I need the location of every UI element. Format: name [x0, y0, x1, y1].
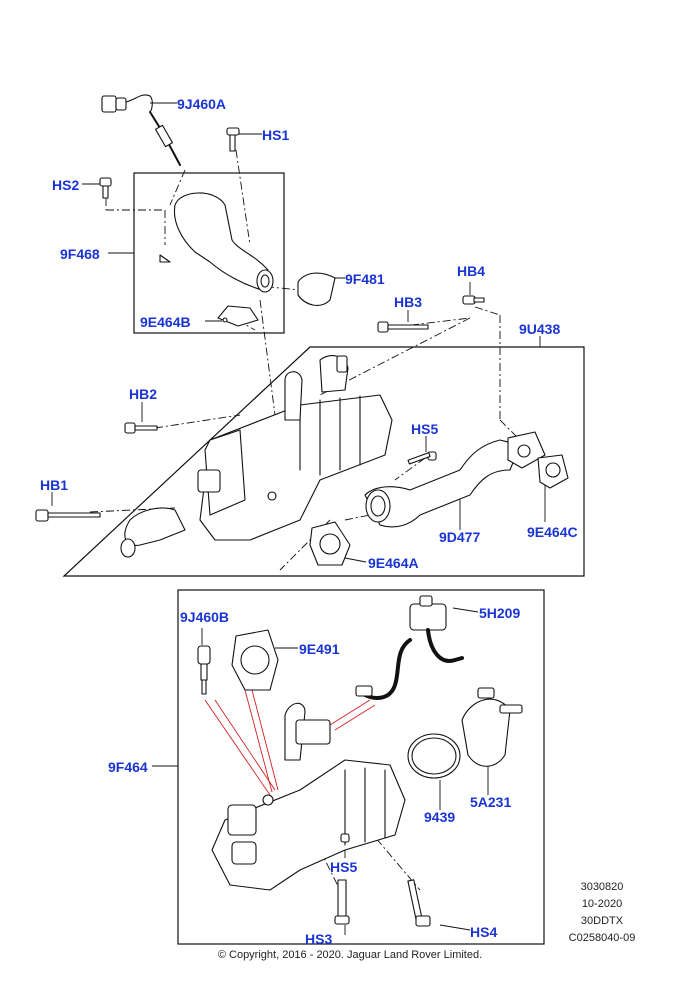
bolt-HB2 — [124, 422, 158, 434]
bolt-HB3 — [377, 321, 429, 333]
bolt-HS1 — [226, 127, 240, 152]
label-9J460B: 9J460B — [180, 609, 230, 625]
label-HS5-lower: HS5 — [330, 859, 358, 875]
sensor-9J460A — [101, 94, 181, 166]
bolt-HS5-lower — [340, 833, 350, 843]
label-9E464A: 9E464A — [368, 555, 419, 571]
label-9F464: 9F464 — [108, 759, 148, 775]
assembly-box-9F464 — [177, 589, 545, 945]
solenoid-5H209 — [355, 595, 464, 700]
egr-cooler-assembly — [120, 355, 393, 558]
label-HS2: HS2 — [52, 177, 80, 193]
label-9F468: 9F468 — [60, 246, 100, 262]
label-9E464B: 9E464B — [140, 314, 191, 330]
label-HS3: HS3 — [305, 931, 333, 947]
label-HB4: HB4 — [457, 263, 486, 279]
document-code-3: 30DDTX — [580, 915, 624, 927]
pipe-9F468 — [159, 192, 274, 293]
document-code-1: 3030820 — [580, 881, 624, 893]
label-HS5-upper: HS5 — [411, 421, 439, 437]
gasket-9E491 — [231, 629, 279, 691]
label-9D477: 9D477 — [439, 529, 481, 545]
bolt-HS3 — [334, 879, 350, 925]
bolt-HS5-upper — [407, 451, 437, 465]
label-HB2: HB2 — [129, 386, 158, 402]
clamp-5A231 — [461, 687, 523, 767]
label-9U438: 9U438 — [519, 321, 561, 337]
label-5H209: 5H209 — [479, 605, 521, 621]
bolt-HB4 — [462, 295, 485, 305]
gasket-9E464A — [309, 521, 351, 566]
assembly-box-9U438 — [62, 346, 585, 577]
label-HB1: HB1 — [40, 477, 69, 493]
document-code-2: 10-2020 — [581, 898, 623, 910]
copyright-notice: © Copyright, 2016 - 2020. Jaguar Land Ro… — [217, 949, 483, 961]
bolt-HB1 — [35, 509, 101, 522]
label-9439: 9439 — [424, 809, 456, 825]
gasket-9E464B — [217, 305, 259, 327]
label-9E464C: 9E464C — [527, 524, 578, 540]
label-HB3: HB3 — [394, 294, 423, 310]
label-5A231: 5A231 — [470, 794, 512, 810]
document-code-4: C0258040-09 — [568, 932, 636, 944]
label-9E491: 9E491 — [299, 641, 340, 657]
clamp-9F481 — [297, 272, 336, 306]
bolt-HS2 — [99, 177, 112, 199]
pipe-9D477 — [364, 431, 546, 528]
label-HS4: HS4 — [470, 924, 498, 940]
sensor-leader-lines — [204, 689, 376, 796]
gasket-9E464C — [537, 454, 569, 489]
egr-valve-9F464 — [211, 702, 406, 891]
label-9F481: 9F481 — [345, 271, 385, 287]
o-ring-9439 — [407, 733, 461, 779]
sensor-9J460B — [197, 645, 211, 695]
bolt-HS4 — [407, 879, 431, 927]
callout-leaders — [51, 102, 546, 935]
label-HS1: HS1 — [262, 127, 290, 143]
label-9J460A: 9J460A — [177, 96, 227, 112]
